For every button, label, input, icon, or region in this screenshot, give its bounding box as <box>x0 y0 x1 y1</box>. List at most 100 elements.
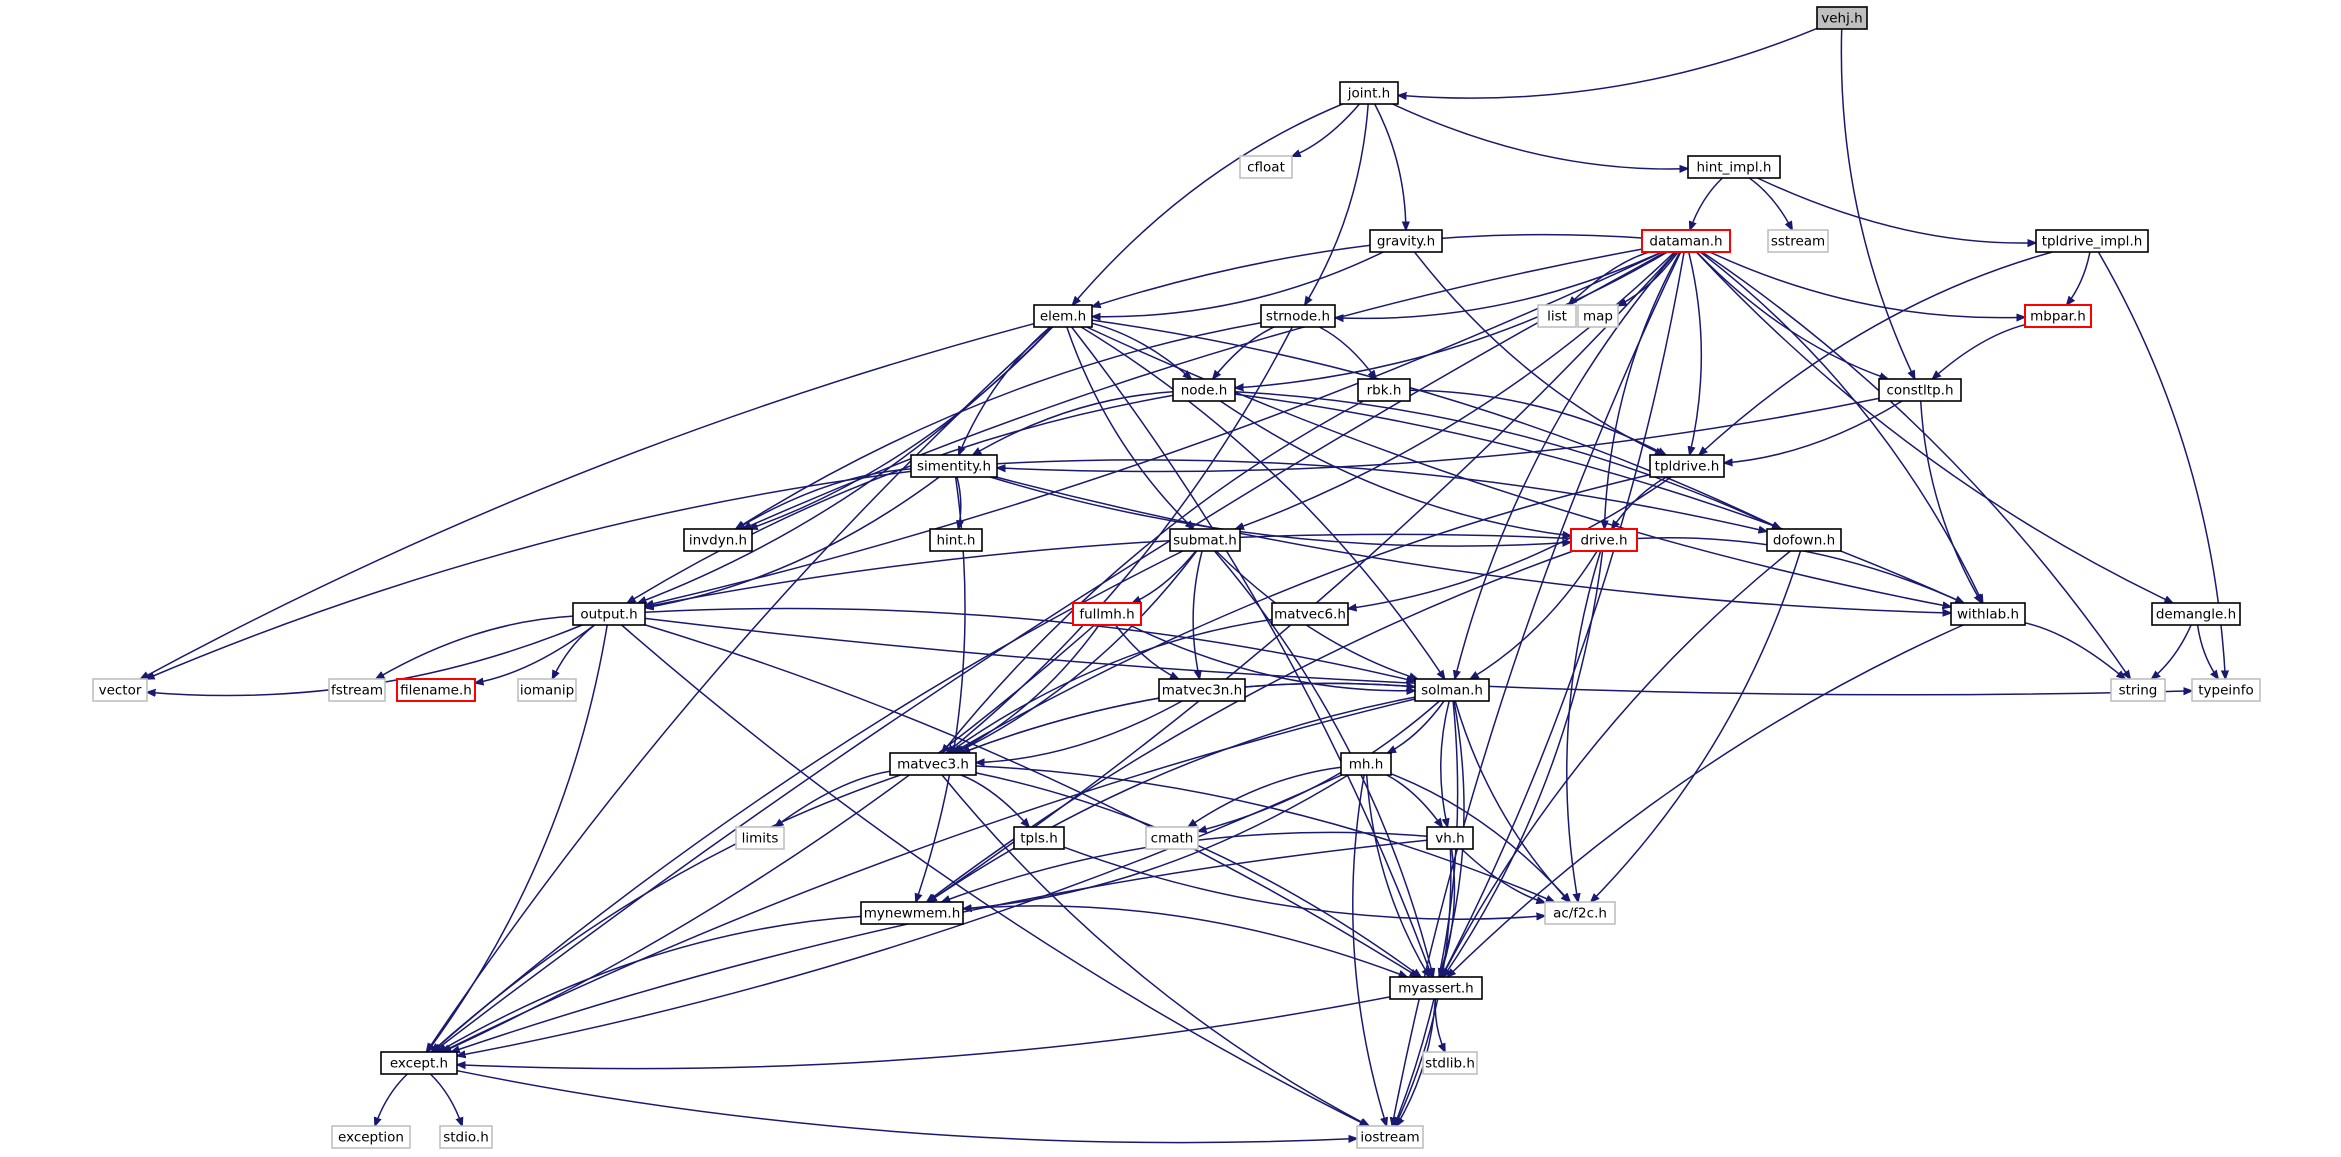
edge-dataman-to-submat <box>1235 251 1676 529</box>
node-label-matvec3n: matvec3n.h <box>1162 683 1242 699</box>
node-mynewmem[interactable]: mynewmem.h <box>860 901 964 925</box>
edge-strnode-to-matvec3 <box>947 326 1293 753</box>
node-elem[interactable]: elem.h <box>1033 304 1093 328</box>
node-label-tpls: tpls.h <box>1020 831 1058 847</box>
edge-dataman-to-string <box>1701 251 2130 679</box>
node-stdio[interactable]: stdio.h <box>439 1125 493 1149</box>
node-iomanip[interactable]: iomanip <box>517 678 577 702</box>
edge-simentity-to-hint <box>957 476 961 529</box>
node-invdyn[interactable]: invdyn.h <box>683 528 753 552</box>
node-map[interactable]: map <box>1577 304 1619 328</box>
node-iostream[interactable]: iostream <box>1356 1125 1424 1149</box>
edge-node-to-withlab <box>1234 393 1964 603</box>
edge-mh-to-cmath <box>1188 766 1342 827</box>
edge-solman-to-cmath <box>1198 700 1440 831</box>
node-solman[interactable]: solman.h <box>1414 678 1490 702</box>
node-box-limits <box>735 826 785 850</box>
node-vh[interactable]: vh.h <box>1426 826 1474 850</box>
node-cmath[interactable]: cmath <box>1145 826 1199 850</box>
node-stdlib[interactable]: stdlib.h <box>1422 1051 1478 1075</box>
node-rbk[interactable]: rbk.h <box>1357 378 1411 402</box>
edge-constltp-to-withlab <box>1919 400 1982 603</box>
edge-mh-to-iostream <box>1352 774 1387 1126</box>
edge-elem-to-submat <box>1066 326 1194 529</box>
edge-matvec3-to-tpls <box>960 774 1029 827</box>
edge-output-to-fstream <box>376 615 574 679</box>
edge-simentity-to-withlab <box>995 476 1951 613</box>
edge-constltp-to-simentity <box>997 397 1880 471</box>
edge-dataman-to-strnode <box>1335 251 1663 318</box>
node-demangle[interactable]: demangle.h <box>2151 602 2241 626</box>
node-list[interactable]: list <box>1537 304 1577 328</box>
node-vector[interactable]: vector <box>92 678 148 702</box>
node-matvec3n[interactable]: matvec3n.h <box>1158 678 1246 702</box>
node-except[interactable]: except.h <box>380 1051 458 1075</box>
node-gravity[interactable]: gravity.h <box>1369 229 1443 253</box>
node-hint_impl[interactable]: hint_impl.h <box>1687 155 1781 179</box>
edge-joint-to-elem <box>1072 103 1343 305</box>
node-label-solman: solman.h <box>1421 683 1483 699</box>
node-sstream[interactable]: sstream <box>1767 229 1829 253</box>
edge-joint-to-gravity <box>1374 103 1406 230</box>
node-matvec6[interactable]: matvec6.h <box>1271 602 1349 626</box>
node-label-acf2c: ac/f2c.h <box>1553 906 1607 922</box>
node-box-iomanip <box>517 678 577 702</box>
node-box-fullmh <box>1072 602 1142 626</box>
node-exception[interactable]: exception <box>331 1125 411 1149</box>
edge-joint-to-cfloat <box>1292 103 1361 158</box>
edge-dofown-to-acf2c <box>1591 550 1802 902</box>
node-label-demangle: demangle.h <box>2156 607 2236 623</box>
node-simentity[interactable]: simentity.h <box>910 454 998 478</box>
node-tpldrive[interactable]: tpldrive.h <box>1649 454 1725 478</box>
node-hint[interactable]: hint.h <box>929 528 983 552</box>
node-fstream[interactable]: fstream <box>328 678 386 702</box>
node-output[interactable]: output.h <box>572 602 646 626</box>
node-box-strnode <box>1260 304 1336 328</box>
node-box-matvec3n <box>1158 678 1246 702</box>
edge-tpldrive-to-matvec3 <box>952 473 1651 753</box>
node-vehj[interactable]: vehj.h <box>1816 6 1868 30</box>
node-acf2c[interactable]: ac/f2c.h <box>1544 901 1616 925</box>
node-box-output <box>572 602 646 626</box>
node-constltp[interactable]: constltp.h <box>1878 378 1962 402</box>
node-box-mynewmem <box>860 901 964 925</box>
node-withlab[interactable]: withlab.h <box>1950 602 2026 626</box>
node-strnode[interactable]: strnode.h <box>1260 304 1336 328</box>
node-filename[interactable]: filename.h <box>396 678 476 702</box>
node-label-matvec3: matvec3.h <box>897 757 969 773</box>
node-tpls[interactable]: tpls.h <box>1013 826 1065 850</box>
node-label-list: list <box>1547 309 1567 325</box>
edge-except-to-exception <box>375 1073 408 1126</box>
node-box-tpls <box>1013 826 1065 850</box>
node-drive[interactable]: drive.h <box>1570 528 1638 552</box>
node-box-constltp <box>1878 378 1962 402</box>
node-string[interactable]: string <box>2110 678 2166 702</box>
node-box-vh <box>1426 826 1474 850</box>
edge-drive-to-acf2c <box>1566 550 1602 902</box>
node-joint[interactable]: joint.h <box>1339 81 1399 105</box>
node-label-constltp: constltp.h <box>1886 383 1953 399</box>
node-dofown[interactable]: dofown.h <box>1766 528 1842 552</box>
edge-dofown-to-myassert <box>1442 550 1791 977</box>
node-submat[interactable]: submat.h <box>1169 528 1241 552</box>
edge-except-to-stdio <box>429 1073 462 1126</box>
node-cfloat[interactable]: cfloat <box>1239 155 1293 179</box>
node-mh[interactable]: mh.h <box>1340 752 1392 776</box>
node-box-string <box>2110 678 2166 702</box>
edge-output-to-myassert <box>644 624 1418 977</box>
node-label-stdio: stdio.h <box>443 1130 489 1146</box>
node-myassert[interactable]: myassert.h <box>1389 976 1483 1000</box>
node-box-cmath <box>1145 826 1199 850</box>
node-mbpar[interactable]: mbpar.h <box>2024 304 2092 328</box>
node-limits[interactable]: limits <box>735 826 785 850</box>
node-tpldrive_impl[interactable]: tpldrive_impl.h <box>2035 229 2149 253</box>
edge-output-to-except <box>427 624 608 1052</box>
edge-matvec3-to-myassert <box>975 772 1421 977</box>
node-dataman[interactable]: dataman.h <box>1641 229 1731 253</box>
edge-elem-to-except <box>426 326 1052 1052</box>
node-fullmh[interactable]: fullmh.h <box>1072 602 1142 626</box>
node-typeinfo[interactable]: typeinfo <box>2191 678 2261 702</box>
node-node[interactable]: node.h <box>1172 378 1236 402</box>
edge-solman-to-mynewmem <box>928 696 1416 902</box>
node-matvec3[interactable]: matvec3.h <box>889 752 977 776</box>
